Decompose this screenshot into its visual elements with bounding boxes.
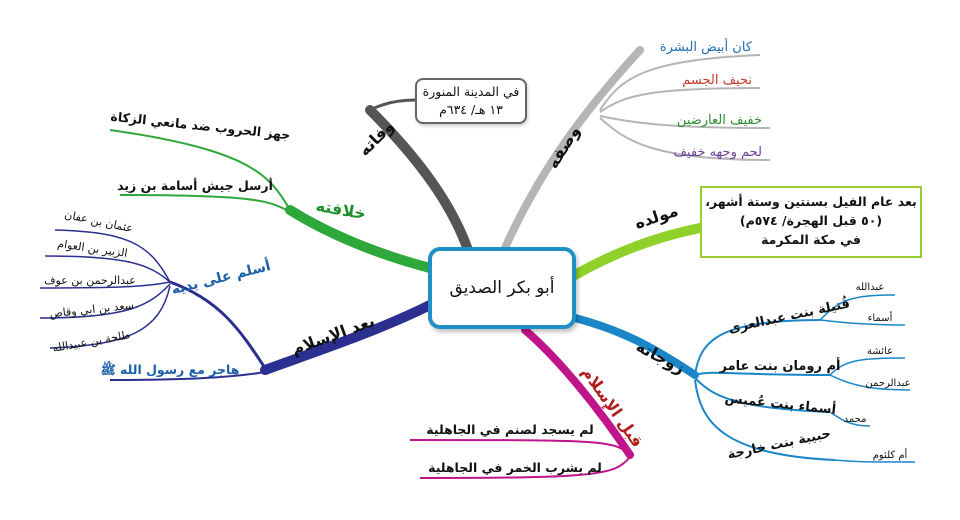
convert-3: عبدالرحمن بن عوف xyxy=(44,274,136,287)
wives-child-1a xyxy=(819,294,896,321)
convert-5: طلحة بن عبيدالله xyxy=(51,328,131,355)
after-islam-converts-line xyxy=(169,280,267,369)
death-line-2: ١٣ هـ/ ٦٣٤م xyxy=(439,102,503,117)
before-islam-sub-1 xyxy=(409,439,631,456)
birth-line-2: (٥٠ قبل الهجرة/ ٥٧٤م) xyxy=(739,213,883,228)
death-info-box: في المدينة المنورة ١٣ هـ/ ٦٣٤م xyxy=(415,78,527,124)
wife-1-child-1: عبدالله xyxy=(856,282,885,293)
wife-4-child-1: أم كلثوم xyxy=(873,448,908,461)
after-islam-migration-line xyxy=(109,371,266,381)
caliphate-item-1: جهز الحروب ضد مانعي الزكاة xyxy=(110,109,291,143)
death-branch-tail xyxy=(369,98,416,112)
birth-info-box: بعد عام الفيل بسنتين وستة أشهر، (٥٠ قبل … xyxy=(700,186,922,258)
wife-2-child-1: عائشة xyxy=(867,346,893,357)
before-islam-item-2: لم يشرب الخمر في الجاهلية xyxy=(428,460,602,475)
wives-sub-1 xyxy=(694,319,821,376)
before-islam-branch xyxy=(521,326,634,459)
description-sub-4 xyxy=(599,117,771,161)
caliphate-sub-1 xyxy=(109,129,291,211)
death-branch xyxy=(365,105,473,255)
wife-3-name: أسماء بنت عُميس xyxy=(724,389,837,418)
description-sub-1 xyxy=(599,54,761,111)
wife-1-child-2: أسماء xyxy=(868,311,893,324)
wife-1-name: قُتيلة بنت عبدالعزى xyxy=(727,294,852,337)
wives-child-2b xyxy=(829,374,911,391)
wives-child-2a xyxy=(829,357,906,376)
wives-child-4 xyxy=(834,459,916,463)
central-topic: أبو بكر الصديق xyxy=(428,247,576,329)
birth-line-3: في مكة المكرمة xyxy=(761,232,861,247)
before-islam-sub-2 xyxy=(419,456,631,479)
caliphate-sub-2 xyxy=(119,194,291,213)
birth-title: مولده xyxy=(632,201,680,233)
wife-3-child-1: محمد xyxy=(844,414,867,425)
birth-branch xyxy=(570,223,705,280)
wives-branch xyxy=(571,314,699,379)
convert-line-3 xyxy=(39,281,171,289)
wife-2-name: أم رومان بنت عامر xyxy=(719,357,841,374)
central-topic-label: أبو بكر الصديق xyxy=(449,278,555,298)
migration-text: هاجر مع رسول الله ﷺ xyxy=(101,360,240,377)
before-islam-title: قبل الإسلام xyxy=(578,363,647,451)
convert-line-1 xyxy=(54,229,171,283)
wife-4-name: حبيبة بنت خارجة xyxy=(726,426,832,463)
before-islam-item-1: لم يسجد لصنم في الجاهلية xyxy=(426,422,593,437)
description-branch xyxy=(501,46,644,252)
wives-title: زوجاته xyxy=(633,336,688,377)
caliphate-item-2: أرسل جيش أسامة بن زيد xyxy=(117,177,273,193)
wives-child-3 xyxy=(829,411,871,427)
description-item-2: نحيف الجسم xyxy=(682,73,752,88)
description-title: وصفه xyxy=(543,122,584,172)
description-sub-2 xyxy=(599,87,761,113)
description-sub-3 xyxy=(599,115,771,129)
wives-child-1b xyxy=(819,319,906,326)
description-item-4: لحم وجهه خفيف xyxy=(673,145,762,160)
description-item-1: كان أبيض البشرة xyxy=(660,38,753,55)
convert-line-2 xyxy=(44,255,171,283)
convert-line-5 xyxy=(49,285,171,349)
caliphate-branch xyxy=(285,205,435,273)
birth-line-1: بعد عام الفيل بسنتين وستة أشهر، xyxy=(705,194,917,209)
wives-sub-4 xyxy=(694,379,836,461)
death-line-1: في المدينة المنورة xyxy=(422,84,520,99)
caliphate-title: خلافته xyxy=(314,196,367,223)
description-item-3: خفيف العارضين xyxy=(677,113,762,128)
convert-4: سعد بن ابي وقاص xyxy=(49,299,135,321)
wife-2-child-2: عبدالرحمن xyxy=(865,378,910,389)
wives-sub-3 xyxy=(694,377,831,413)
converts-title: أسلم على يديه xyxy=(169,256,272,298)
wives-sub-2 xyxy=(694,371,831,376)
convert-line-4 xyxy=(39,283,171,319)
after-islam-branch xyxy=(260,300,435,375)
